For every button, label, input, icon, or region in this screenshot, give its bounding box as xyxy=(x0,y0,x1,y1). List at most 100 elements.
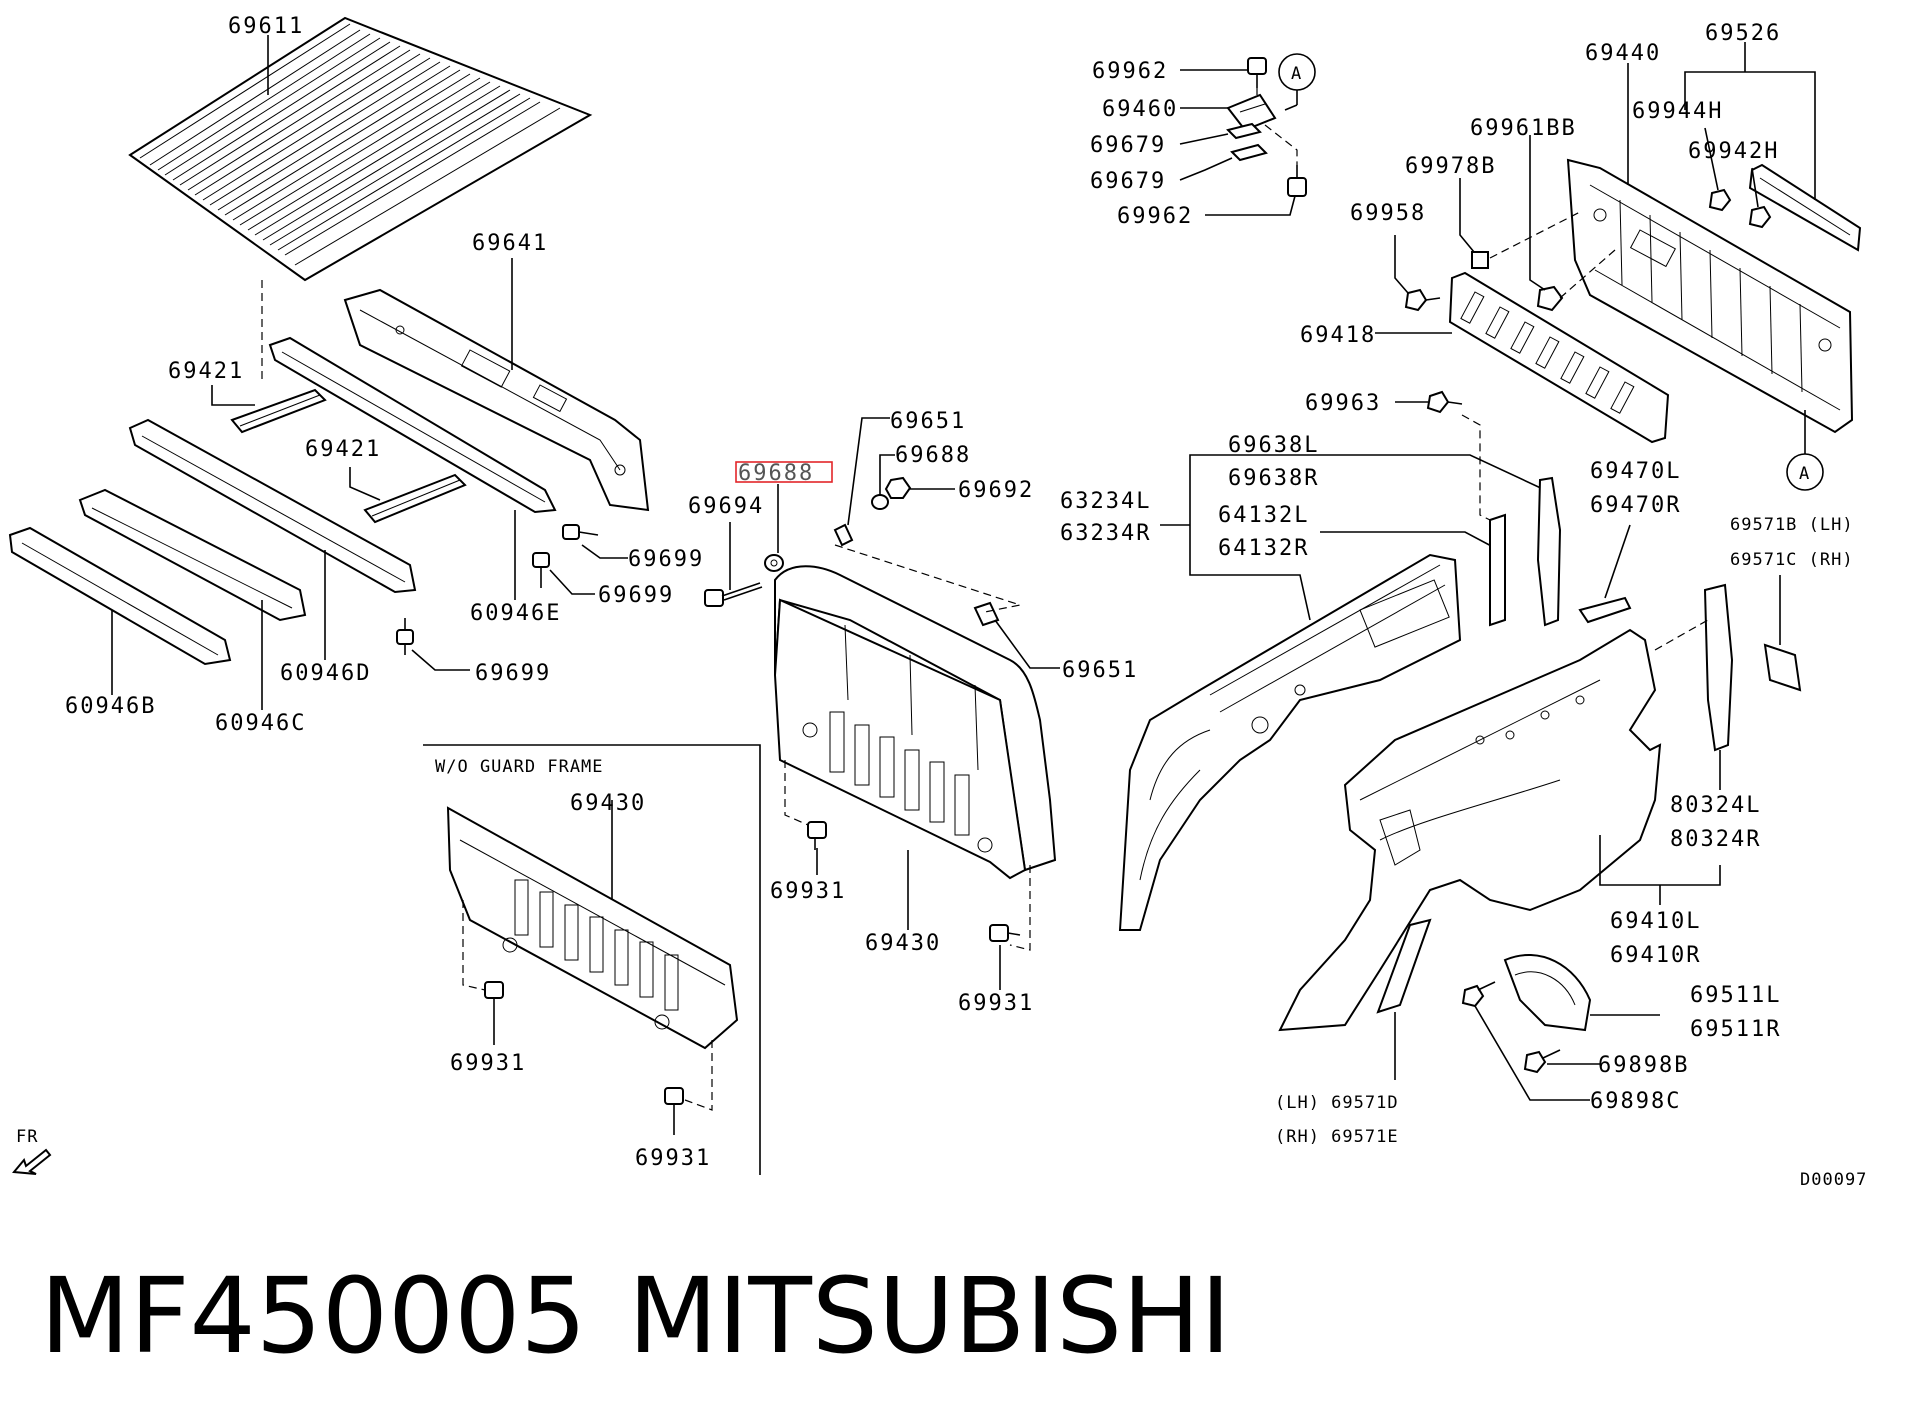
label-69931-b: 69931 xyxy=(958,991,1034,1016)
callout-a-bottom: A xyxy=(1786,410,1824,491)
bolt-69694[interactable] xyxy=(704,582,763,607)
hinge-69460[interactable] xyxy=(1226,93,1277,132)
bracket-69470[interactable] xyxy=(1578,596,1632,624)
label-60946d: 60946D xyxy=(280,661,371,686)
washer-69688-upper[interactable] xyxy=(871,494,889,510)
label-80324l: 80324L xyxy=(1670,793,1761,818)
highlight-box xyxy=(735,461,833,483)
label-69931-d: 69931 xyxy=(635,1146,711,1171)
label-69688-b: 69688 xyxy=(895,443,971,468)
garnish-69571d[interactable] xyxy=(1376,918,1432,1014)
inner-panel-63234[interactable] xyxy=(1118,553,1462,931)
part-number-caption: MF450005 xyxy=(40,1255,587,1377)
nut-69961bb[interactable] xyxy=(1536,285,1564,312)
bolt-69942h[interactable] xyxy=(1748,205,1772,229)
bolt-69963[interactable] xyxy=(1426,390,1463,414)
fr-label: FR xyxy=(16,1127,38,1147)
label-64132r: 64132R xyxy=(1218,536,1309,561)
label-69692: 69692 xyxy=(958,478,1034,503)
label-69470l: 69470L xyxy=(1590,459,1681,484)
label-69430-b: 69430 xyxy=(865,931,941,956)
label-60946c: 60946C xyxy=(215,711,306,736)
clip-69651-lower[interactable] xyxy=(973,601,1000,627)
plate-69942h[interactable] xyxy=(1748,163,1862,252)
label-69638r: 69638R xyxy=(1228,466,1319,491)
bolt-69931-c[interactable] xyxy=(484,981,504,999)
label-69699-b: 69699 xyxy=(598,583,674,608)
label-69421-b: 69421 xyxy=(305,437,381,462)
label-69961bb: 69961BB xyxy=(1470,116,1577,141)
cross-member-69641[interactable] xyxy=(343,288,650,512)
bed-floor-69611[interactable] xyxy=(128,16,593,282)
label-69694: 69694 xyxy=(688,494,764,519)
label-69571b: 69571B (LH) xyxy=(1730,515,1854,535)
svg-text:A: A xyxy=(1291,64,1302,84)
label-69571e: (RH) 69571E xyxy=(1275,1127,1399,1147)
label-69931-a: 69931 xyxy=(770,879,846,904)
bolt-69699-a[interactable] xyxy=(562,524,599,540)
shim-69679-a[interactable] xyxy=(1226,122,1262,140)
headboard-69430-no-frame[interactable] xyxy=(446,806,739,1050)
label-69688-highlighted: 69688 xyxy=(738,461,814,486)
sill-69421-lower[interactable] xyxy=(363,473,467,524)
label-69898c: 69898C xyxy=(1590,1089,1681,1114)
washer-69688[interactable] xyxy=(764,554,784,572)
bracket-64132[interactable] xyxy=(1489,513,1506,627)
bolt-69699-c[interactable] xyxy=(396,618,414,655)
callout-a-top: A xyxy=(1278,53,1316,111)
brand-caption: MITSUBISHI xyxy=(628,1255,1231,1377)
screw-69898c[interactable] xyxy=(1461,981,1496,1008)
label-63234l: 63234L xyxy=(1060,489,1151,514)
label-69699-a: 69699 xyxy=(628,547,704,572)
sill-69421-upper[interactable] xyxy=(230,388,327,434)
reinforcement-69638[interactable] xyxy=(1536,476,1562,627)
label-69978b: 69978B xyxy=(1405,154,1496,179)
bolt-69962-upper[interactable] xyxy=(1247,57,1267,88)
label-69962-a: 69962 xyxy=(1092,59,1168,84)
label-69679-a: 69679 xyxy=(1090,133,1166,158)
tailgate-69440[interactable] xyxy=(1566,158,1854,434)
sill-60946e[interactable] xyxy=(268,336,557,514)
sticker-69571b[interactable] xyxy=(1763,643,1802,692)
clip-69651-upper[interactable] xyxy=(833,523,854,547)
label-69440: 69440 xyxy=(1585,41,1661,66)
nut-69692[interactable] xyxy=(884,476,912,499)
sill-60946d[interactable] xyxy=(128,418,417,594)
front-arrow-icon xyxy=(12,1148,52,1175)
outer-panel-69410[interactable] xyxy=(1278,628,1662,1032)
label-69526: 69526 xyxy=(1705,21,1781,46)
screw-69898b[interactable] xyxy=(1523,1049,1561,1074)
clip-69978b[interactable] xyxy=(1471,251,1489,269)
shim-69679-b[interactable] xyxy=(1230,143,1268,162)
label-69511l: 69511L xyxy=(1690,983,1781,1008)
bolt-69944h[interactable] xyxy=(1708,188,1732,212)
bolt-69958[interactable] xyxy=(1404,288,1441,312)
bracket-80324[interactable] xyxy=(1703,583,1734,752)
label-69963: 69963 xyxy=(1305,391,1381,416)
label-69641: 69641 xyxy=(472,231,548,256)
protector-69418[interactable] xyxy=(1448,271,1670,444)
bolt-69931-b[interactable] xyxy=(989,924,1021,942)
label-69944h: 69944H xyxy=(1632,99,1723,124)
svg-text:A: A xyxy=(1799,464,1810,484)
sill-60946c[interactable] xyxy=(78,488,307,622)
bolt-69962-lower[interactable] xyxy=(1287,165,1307,197)
label-60946b: 60946B xyxy=(65,694,156,719)
bolt-69931-d[interactable] xyxy=(664,1087,684,1105)
label-69942h: 69942H xyxy=(1688,139,1779,164)
label-69651-a: 69651 xyxy=(890,409,966,434)
label-69421-a: 69421 xyxy=(168,359,244,384)
label-69410r: 69410R xyxy=(1610,943,1701,968)
mudguard-69511[interactable] xyxy=(1503,954,1592,1032)
bolt-69931-a[interactable] xyxy=(807,821,827,850)
diagram-code: D00097 xyxy=(1800,1170,1867,1190)
label-80324r: 80324R xyxy=(1670,827,1761,852)
label-69418: 69418 xyxy=(1300,323,1376,348)
label-69470r: 69470R xyxy=(1590,493,1681,518)
headboard-69430-frame[interactable] xyxy=(773,565,1057,880)
label-69611: 69611 xyxy=(228,14,304,39)
label-69679-b: 69679 xyxy=(1090,169,1166,194)
sill-60946b[interactable] xyxy=(8,526,232,666)
bolt-69699-b[interactable] xyxy=(532,552,550,588)
